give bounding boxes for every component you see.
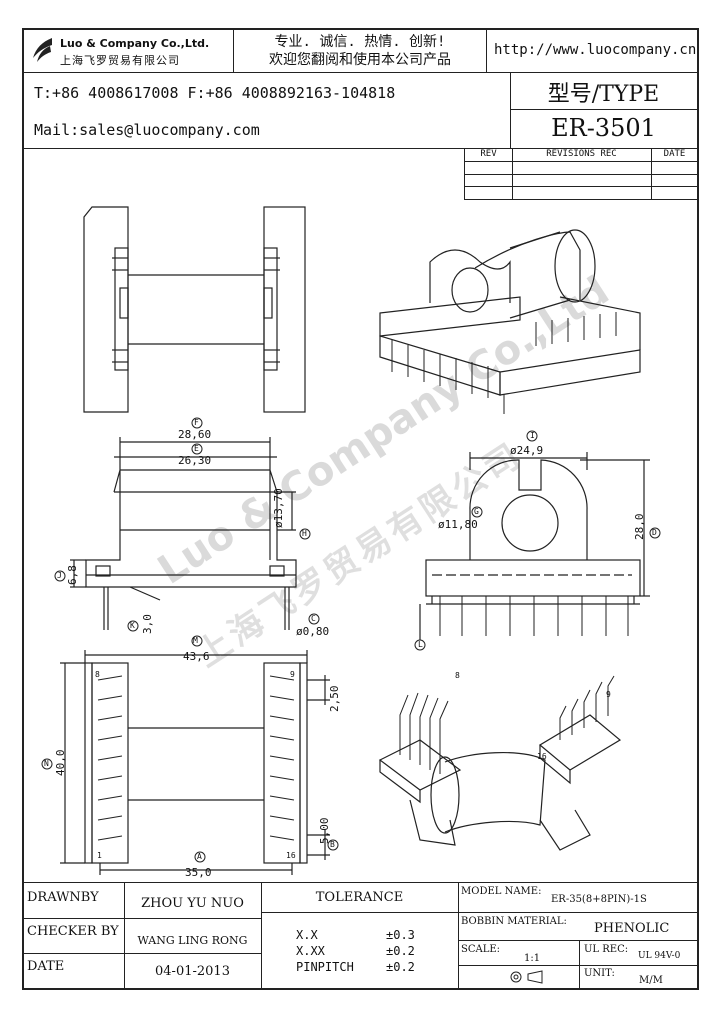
dim-b: 5,00 (318, 817, 331, 845)
callout-m-marker (191, 635, 203, 647)
tol2-label: X.XX (296, 944, 325, 958)
type-sep (510, 72, 511, 148)
callout-d: D (652, 528, 657, 537)
material-label: BOBBIN MATERIAL: (461, 916, 567, 927)
drawn-by-label: DRAWNBY (27, 890, 99, 905)
callout-c-marker (308, 613, 320, 625)
dim-g: ø11,80 (438, 518, 478, 531)
unit-value: M/M (639, 975, 663, 986)
pin-1-label: 1 (97, 851, 102, 860)
drawn-by-value: ZHOU YU NUO (141, 896, 244, 911)
title-block-top (24, 882, 697, 883)
dim-m: 43,6 (183, 650, 210, 663)
iso-pin-9-label: 9 (606, 690, 611, 699)
tol2-value: ±0.2 (386, 944, 415, 958)
dim-d: 28,0 (633, 513, 646, 541)
email-link[interactable]: Mail:sales@luocompany.com (34, 121, 260, 139)
model-value: ER-35(8+8PIN)-1S (551, 894, 647, 905)
model-label: MODEL NAME: (461, 886, 542, 897)
revision-table: REV REVISIONS REC DATE (464, 148, 698, 200)
pin-16-label: 16 (286, 851, 296, 860)
callout-a-marker (194, 851, 206, 863)
projection-symbol-icon (510, 970, 543, 984)
dim-e: 26,30 (178, 454, 212, 467)
dim-f: 28,60 (178, 428, 212, 441)
dim-pitch: 2,50 (328, 685, 341, 713)
callout-j-marker (54, 570, 66, 582)
callout-n: N (44, 759, 49, 768)
unit-label: UNIT: (584, 968, 615, 979)
callout-b-marker (327, 839, 339, 851)
tol3-value: ±0.2 (386, 960, 415, 974)
dim-h: ø13,70 (272, 488, 285, 528)
slogan-line-1: 专业. 诚信. 热情. 创新! (274, 34, 446, 50)
tol3-label: PINPITCH (296, 960, 354, 974)
rec-col-header: REVISIONS REC (546, 149, 617, 159)
dim-i: ø24,9 (510, 444, 544, 457)
contact-divider (24, 148, 697, 149)
callout-l: L (418, 640, 423, 649)
callout-i-marker (526, 430, 538, 442)
callout-i: I (530, 431, 535, 440)
dim-k: 3,0 (141, 614, 154, 634)
tol1-label: X.X (296, 928, 318, 942)
website-link[interactable]: http://www.luocompany.cn (494, 42, 697, 58)
pin-9-label: 9 (290, 670, 295, 679)
scale-label: SCALE: (461, 944, 501, 955)
date-value: 04-01-2013 (155, 964, 230, 979)
header-sep-1 (233, 30, 234, 72)
callout-n-marker (41, 758, 53, 770)
callout-g: G (474, 507, 479, 516)
company-name-cn: 上海飞罗贸易有限公司 (60, 54, 180, 67)
company-logo-icon (33, 38, 52, 62)
callout-f: F (194, 418, 199, 427)
callout-c: C (311, 614, 316, 623)
callout-h: H (302, 529, 307, 538)
callout-e-marker (191, 443, 203, 455)
callout-a: A (197, 852, 202, 861)
ul-value: UL 94V-0 (638, 951, 681, 961)
tol1-value: ±0.3 (386, 928, 415, 942)
date-label: DATE (27, 959, 65, 974)
ul-label: UL REC: (584, 944, 629, 955)
callout-d-marker (649, 527, 661, 539)
type-label: 型号/TYPE (547, 82, 660, 107)
dim-j: 6,8 (66, 565, 79, 585)
header-sep-2 (486, 30, 487, 72)
dim-n: 40,0 (54, 749, 67, 777)
company-name-en: Luo & Company Co.,Ltd. (60, 37, 210, 50)
tolerance-label: TOLERANCE (315, 890, 404, 905)
part-number: ER-3501 (551, 114, 656, 142)
iso-pin-16-label: 16 (537, 752, 547, 761)
checker-label: CHECKER BY (27, 924, 119, 939)
callout-b: B (330, 840, 335, 849)
pin-8-label: 8 (95, 670, 100, 679)
rev-col-header: REV (480, 149, 497, 159)
checker-value: WANG LING RONG (137, 934, 248, 947)
drawing-sheet: Luo & Company Co.,Ltd. 上海飞罗贸易有限公司 专业. 诚信… (22, 28, 699, 990)
material-value: PHENOLIC (594, 921, 670, 936)
date-col-header: DATE (663, 149, 686, 159)
dim-c: ø0,80 (296, 625, 330, 638)
callout-j: J (57, 571, 62, 580)
header-divider (24, 72, 697, 73)
type-mid-line (510, 109, 697, 110)
callout-k: K (130, 621, 135, 630)
iso-pin-8-label: 8 (455, 671, 460, 680)
callout-f-marker (191, 417, 203, 429)
callout-h-marker (299, 528, 311, 540)
slogan-line-2: 欢迎您翻阅和使用本公司产品 (269, 52, 451, 68)
phone-fax: T:+86 4008617008 F:+86 4008892163-104818 (34, 84, 396, 102)
callout-g-marker (471, 506, 483, 518)
callout-m: M (193, 636, 198, 645)
callout-e: E (194, 444, 199, 453)
callout-l-marker (414, 639, 426, 651)
dim-a: 35,0 (185, 866, 212, 879)
callout-k-marker (127, 620, 139, 632)
scale-value: 1:1 (524, 953, 541, 964)
